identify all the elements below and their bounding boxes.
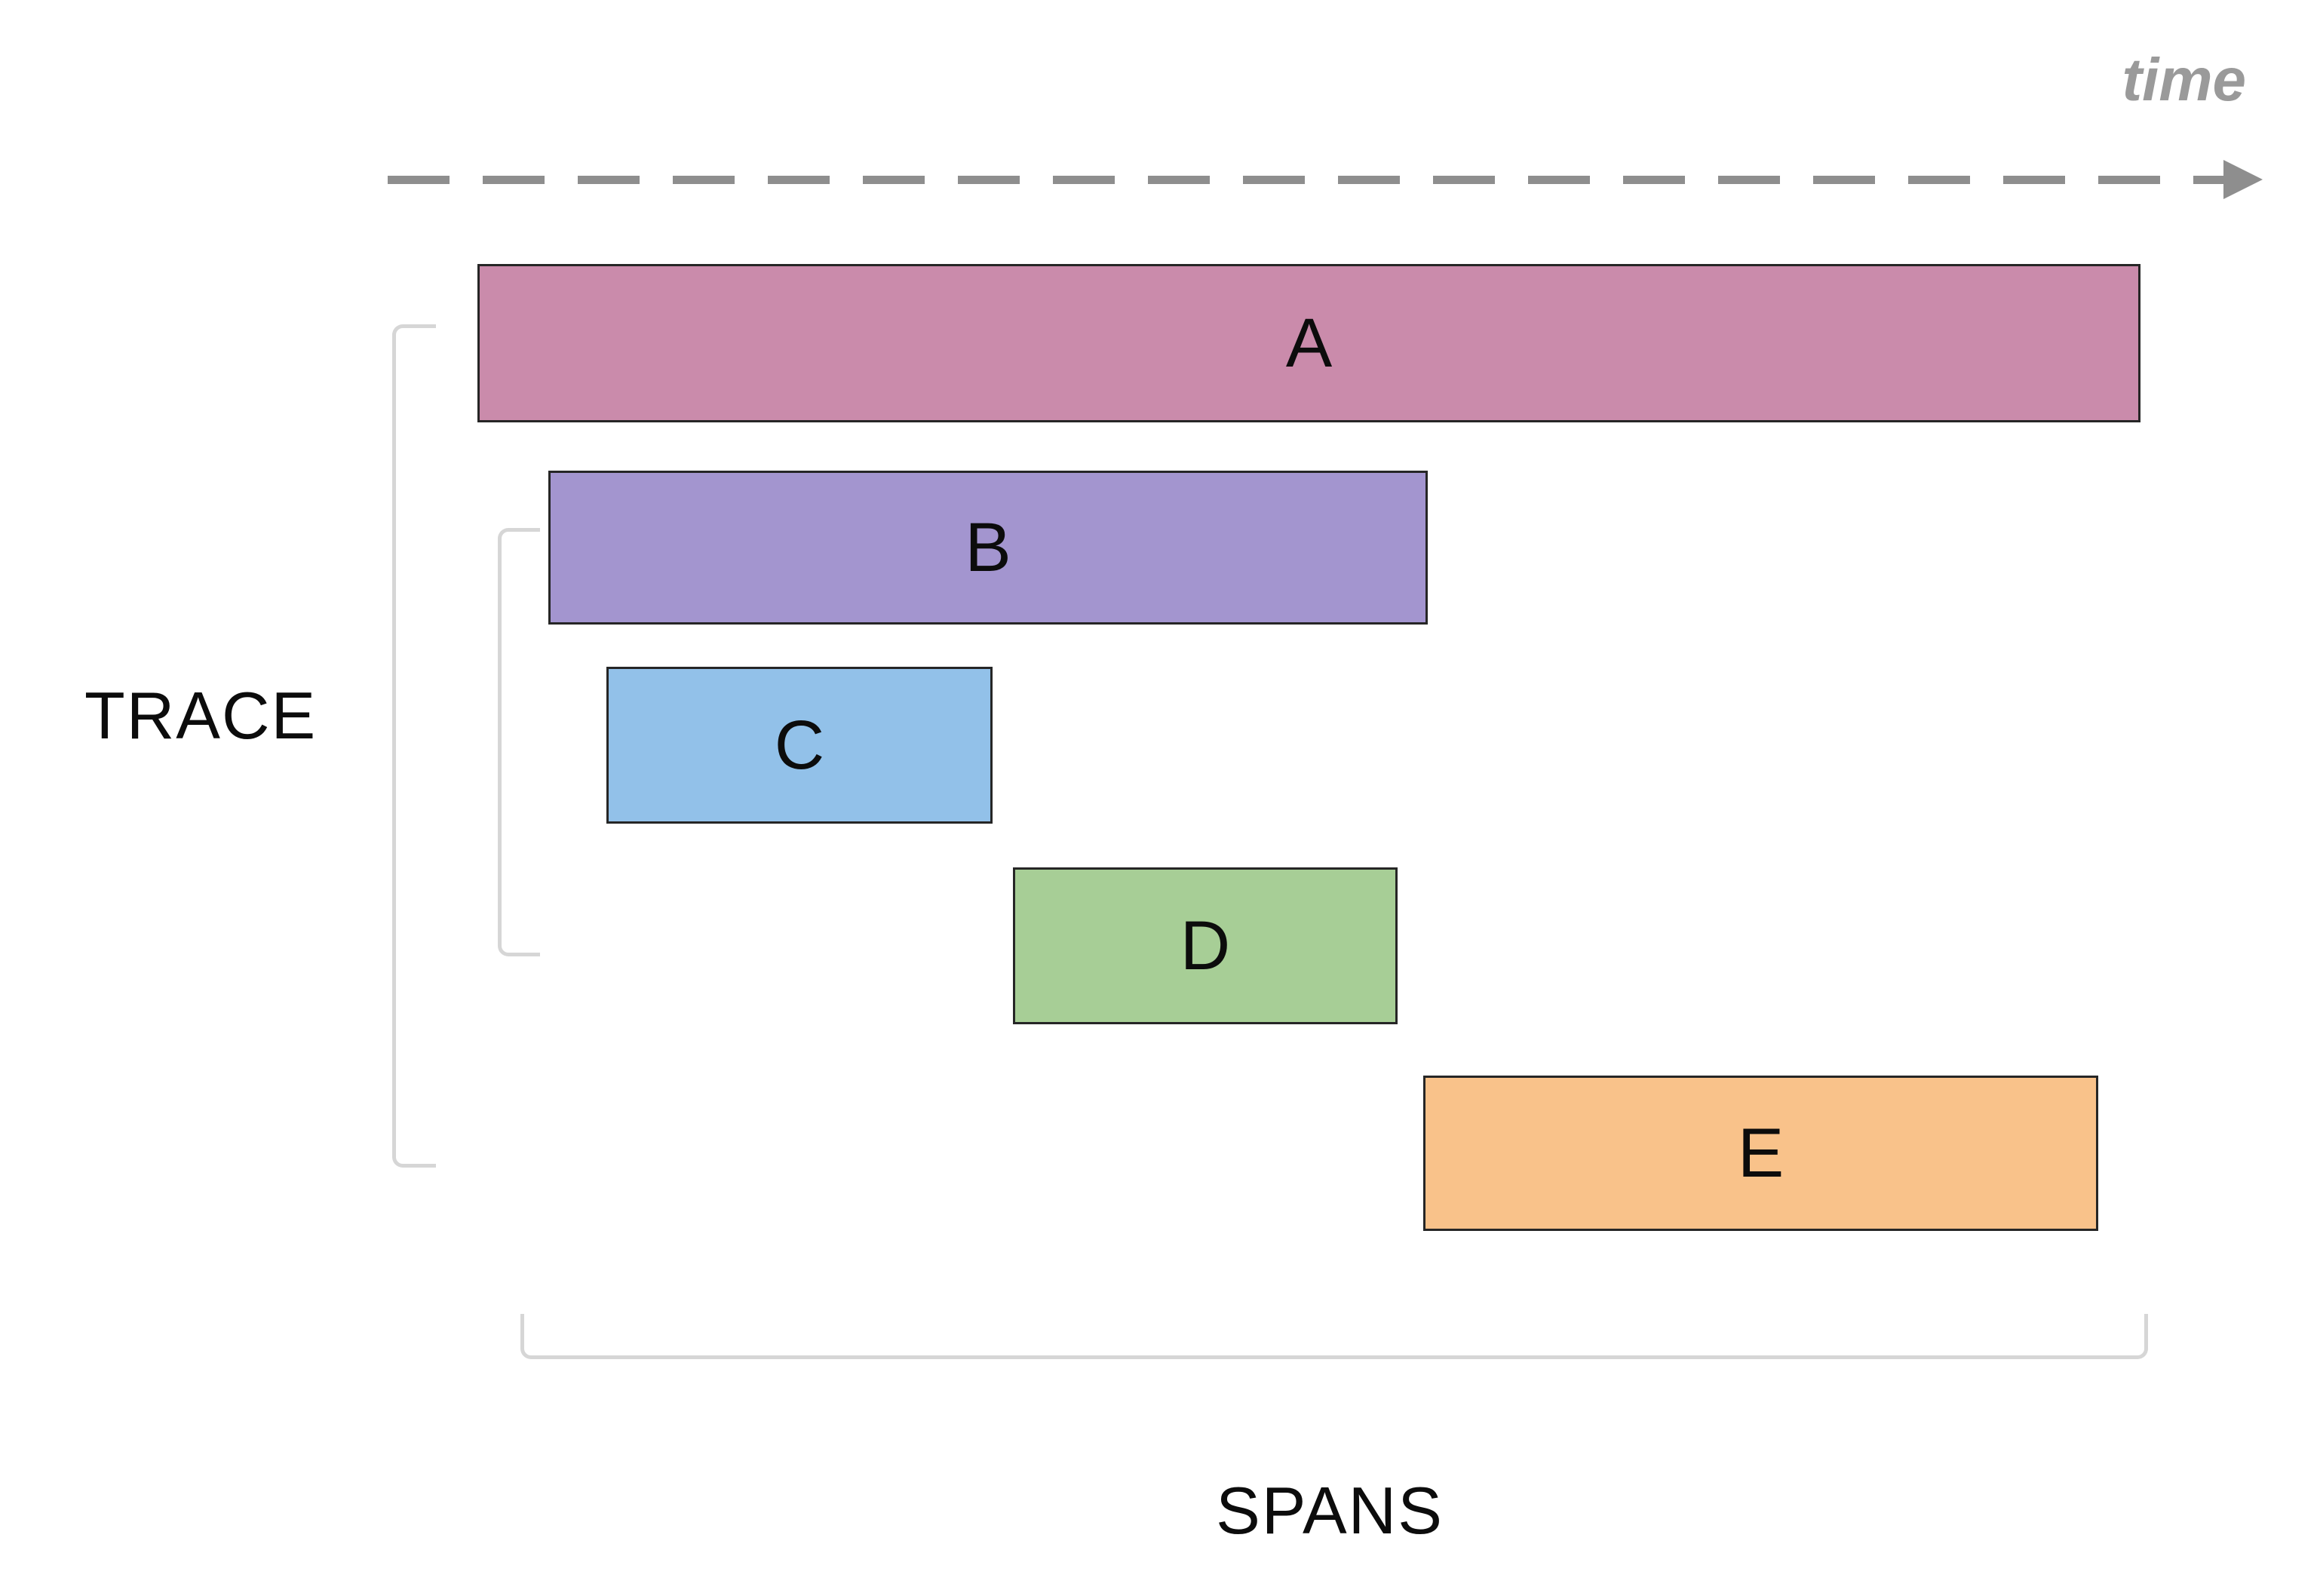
time-axis-dashed-line (388, 175, 2223, 184)
spans-label: SPANS (1216, 1473, 1444, 1548)
span-bar-e: E (1423, 1076, 2098, 1231)
span-label-a: A (1285, 304, 1333, 382)
span-bar-d: D (1013, 867, 1398, 1024)
span-bar-b: B (548, 471, 1428, 625)
trace-bracket (392, 324, 436, 1168)
span-bar-c: C (606, 667, 993, 824)
time-axis-label: time (2122, 46, 2247, 113)
span-label-e: E (1737, 1114, 1784, 1192)
trace-label: TRACE (84, 678, 318, 753)
span-label-b: B (965, 508, 1011, 586)
span-bar-a: A (477, 264, 2140, 422)
span-label-c: C (774, 706, 825, 784)
span-label-d: D (1180, 907, 1231, 984)
spans-bracket (520, 1314, 2148, 1359)
child-spans-bracket (498, 528, 540, 956)
time-axis-arrowhead-icon (2223, 160, 2263, 199)
time-axis-arrow (388, 160, 2263, 199)
